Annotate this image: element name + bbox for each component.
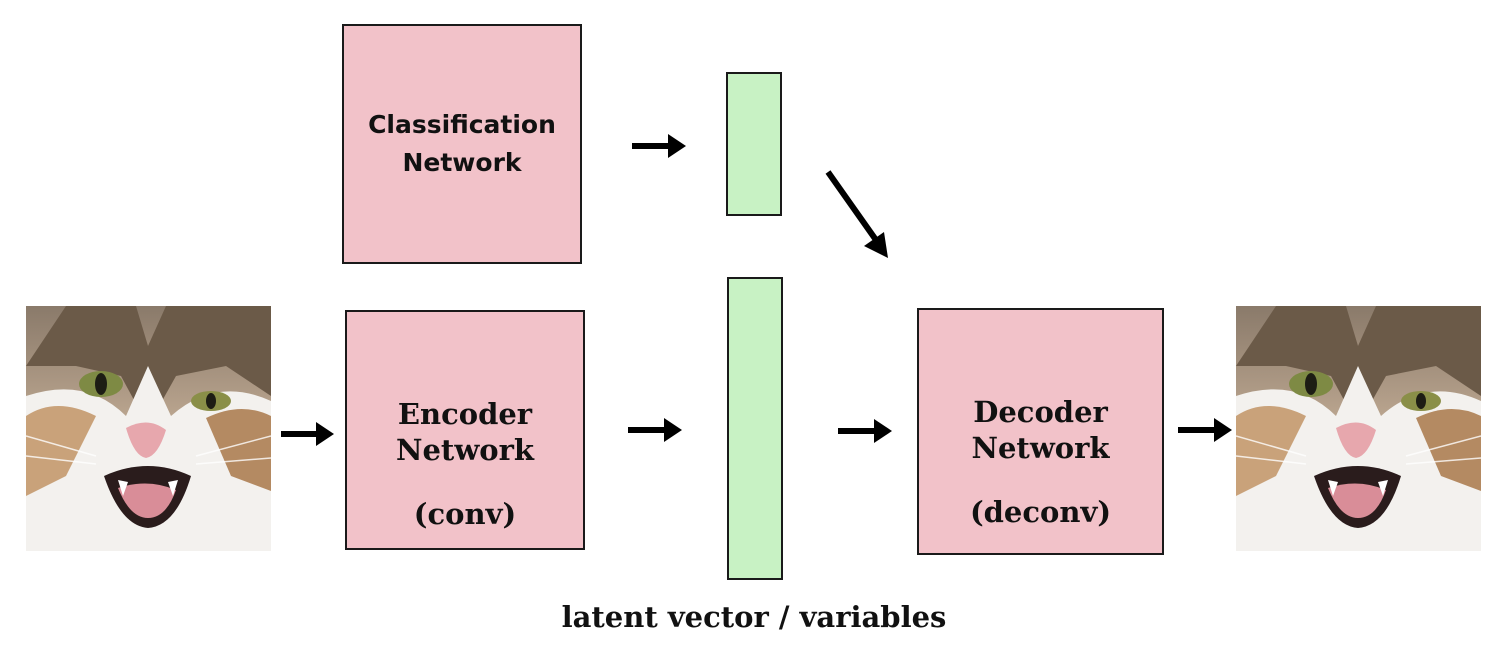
arrow-input-to-encoder — [281, 422, 334, 446]
encoder-box-line3: (conv) — [413, 497, 517, 531]
decoder-box-line1: Decoder — [973, 395, 1108, 429]
encoder-box-line2: Network — [395, 433, 535, 467]
latent-vector — [727, 277, 783, 580]
decoder-box-line3: (deconv) — [969, 495, 1112, 529]
classification-box-line1: Classification — [368, 110, 556, 139]
arrow-encoder-to-latent — [628, 418, 682, 442]
classification-network-box: Classification Network — [342, 24, 582, 264]
decoder-box-line2: Network — [971, 431, 1110, 465]
arrow-classification-to-vector — [632, 134, 686, 158]
encoder-box-line1: Encoder — [397, 397, 533, 431]
arrow-vector-to-decoder — [825, 170, 888, 258]
decoder-network-box: Decoder Network (deconv) — [917, 308, 1164, 555]
classification-box-line2: Network — [402, 148, 522, 177]
encoder-network-box: Encoder Network (conv) — [345, 310, 585, 550]
output-cat-image — [1236, 306, 1481, 551]
arrow-latent-to-decoder — [838, 419, 892, 443]
input-cat-image — [26, 306, 271, 551]
latent-caption: latent vector / variables — [561, 600, 947, 634]
arrow-decoder-to-output — [1178, 418, 1232, 442]
class-latent-vector — [726, 72, 782, 216]
